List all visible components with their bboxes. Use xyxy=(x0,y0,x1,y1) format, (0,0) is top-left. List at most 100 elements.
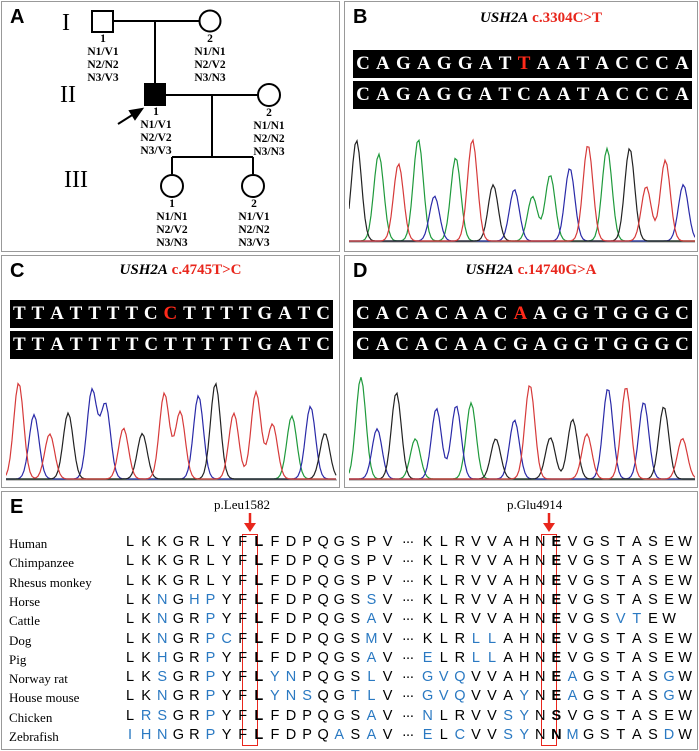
residue: A xyxy=(632,630,642,647)
residue: P xyxy=(205,630,216,647)
panel-d-reference-base: C xyxy=(355,334,370,355)
residue: S xyxy=(599,534,610,550)
residue: S xyxy=(350,572,361,589)
residue: F xyxy=(270,707,280,724)
panel-b-mutant-base: A xyxy=(536,53,551,74)
panel-b-reference-base: C xyxy=(655,84,669,105)
residue: A xyxy=(632,707,642,724)
residue: S xyxy=(648,572,658,589)
residue: Y xyxy=(221,553,232,570)
panel-b-reference-base: C xyxy=(635,84,650,105)
panel-c-reference-base: C xyxy=(316,334,330,355)
residue: Y xyxy=(221,572,232,589)
residue: S xyxy=(503,707,513,724)
residue: T xyxy=(632,611,642,628)
residue: F xyxy=(270,727,280,743)
gap-dots: ··· xyxy=(401,688,415,705)
residue: H xyxy=(518,591,530,608)
panel-b-reference-base: C xyxy=(356,84,370,105)
residue: R xyxy=(454,553,466,570)
residue: E xyxy=(664,572,674,589)
residue: F xyxy=(238,649,248,666)
panel-c-reference-base: A xyxy=(50,334,64,355)
residue: W xyxy=(678,688,692,705)
panel-c-chromatogram xyxy=(6,382,337,481)
residue: L xyxy=(471,630,480,647)
panel-b-mutant-base: C xyxy=(635,53,649,74)
residue: D xyxy=(285,534,297,550)
residue: S xyxy=(350,630,361,647)
residue: R xyxy=(454,572,466,589)
residue: S xyxy=(157,669,168,686)
residue: D xyxy=(285,611,297,628)
panel-d-mutant-base: A xyxy=(375,303,390,324)
residue: S xyxy=(350,707,361,724)
residue: V xyxy=(471,688,481,705)
residue: H xyxy=(518,553,530,570)
residue: T xyxy=(616,534,626,550)
panel-d-mutant-base: A xyxy=(533,303,547,324)
residue: K xyxy=(141,649,151,666)
residue: L xyxy=(439,707,448,724)
residue: F xyxy=(238,591,248,608)
residue: G xyxy=(333,553,345,570)
residue: P xyxy=(366,534,377,550)
residue: T xyxy=(616,591,626,608)
residue: V xyxy=(382,727,393,743)
residue: G xyxy=(172,669,184,686)
species-label: Chicken xyxy=(9,709,53,725)
residue: V xyxy=(567,572,578,589)
panel-d-mutant-base: G xyxy=(573,303,589,324)
residue: A xyxy=(632,649,642,666)
panel-b-mutant-base: T xyxy=(576,53,590,74)
residue: S xyxy=(599,630,610,647)
residue: L xyxy=(439,649,448,666)
residue: A xyxy=(632,591,642,608)
residue: L xyxy=(471,649,480,666)
panel-d-mutant-base: G xyxy=(633,303,649,324)
residue: W xyxy=(678,572,692,589)
residue: V xyxy=(487,591,497,608)
panel-c-reference-base: T xyxy=(164,334,177,355)
residue: A xyxy=(567,688,578,705)
residue: S xyxy=(599,611,610,628)
site-arrow-1-icon xyxy=(244,513,256,532)
residue: L xyxy=(126,688,135,705)
residue: D xyxy=(285,572,297,589)
residue: L xyxy=(254,572,264,589)
panel-b-reference-base: A xyxy=(478,84,493,105)
panel-d-reference-base: A xyxy=(473,334,488,355)
residue: P xyxy=(205,591,216,608)
residue: P xyxy=(205,688,216,705)
panel-c-mutant-base: T xyxy=(220,303,233,324)
residue: G xyxy=(172,727,184,743)
genotype-III-2: 2 N1/V1 N2/N2 N3/V3 xyxy=(238,198,270,249)
residue: G xyxy=(333,688,345,705)
panel-d-reference-base: A xyxy=(454,334,468,355)
residue: N xyxy=(535,630,546,647)
residue: Y xyxy=(221,707,232,724)
conserved-box-1 xyxy=(242,534,258,746)
residue: E xyxy=(664,707,674,724)
residue: T xyxy=(616,688,626,705)
residue: V xyxy=(567,611,578,628)
residue: F xyxy=(238,707,248,724)
residue: S xyxy=(648,669,658,686)
generation-label-2: II xyxy=(60,82,76,108)
site-label-leu1582: p.Leu1582 xyxy=(214,497,270,512)
residue: S xyxy=(350,611,361,628)
residue: G xyxy=(172,707,184,724)
panel-d-reference-base: A xyxy=(414,334,429,355)
residue: T xyxy=(616,630,626,647)
residue: N xyxy=(156,591,168,608)
residue: D xyxy=(285,649,297,666)
gap-dots: ··· xyxy=(401,669,415,686)
panel-c-mutant-base: G xyxy=(257,303,273,324)
residue: F xyxy=(270,649,280,666)
panel-c-mutant-base: T xyxy=(12,303,26,324)
species-label: Norway rat xyxy=(9,671,68,687)
residue: S xyxy=(551,707,562,724)
panel-c-reference-base: A xyxy=(277,334,292,355)
